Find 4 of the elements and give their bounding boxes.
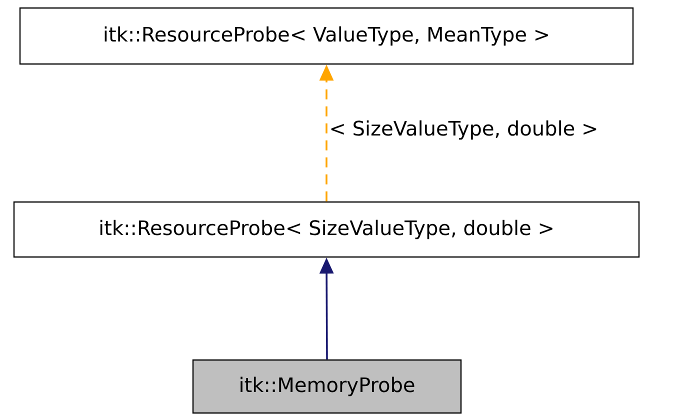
class-box: itk::ResourceProbe< SizeValueType, double > (13, 201, 640, 258)
class-box: itk::ResourceProbe< ValueType, MeanType > (19, 7, 634, 65)
highlighted-class-box: itk::MemoryProbe (192, 359, 462, 414)
edge-label: < SizeValueType, double > (328, 119, 600, 141)
